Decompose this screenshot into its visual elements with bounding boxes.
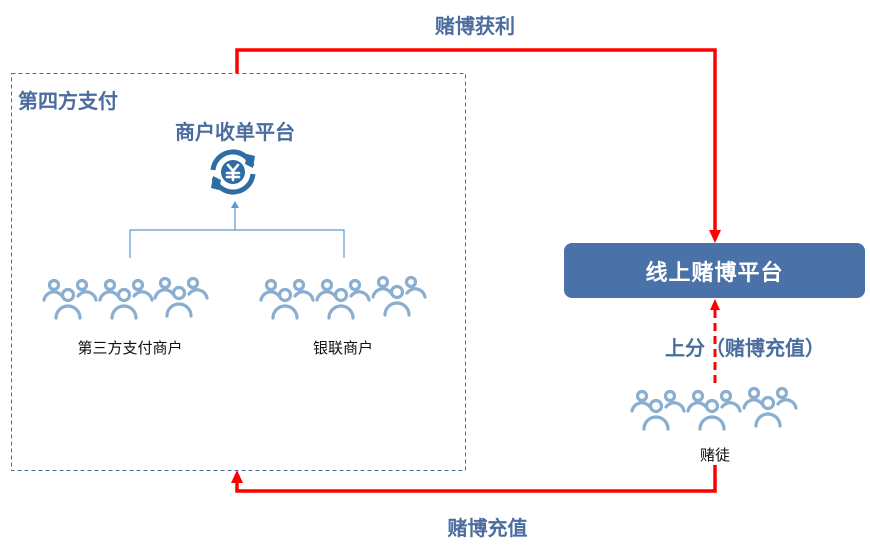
topup-arrowhead bbox=[710, 299, 720, 310]
unionpay-merchants-label: 银联商户 bbox=[312, 339, 373, 357]
gambling-recharge-label: 赌博充值 bbox=[447, 516, 528, 540]
unionpay-merchants-icon bbox=[259, 275, 427, 320]
third-party-merchants-icon bbox=[42, 276, 209, 320]
profit-flow-line bbox=[235, 48, 717, 232]
online-gambling-platform: 线上赌博平台 bbox=[564, 243, 865, 298]
gambling-profit-label: 赌博获利 bbox=[435, 14, 515, 38]
third-party-merchants-label: 第三方支付商户 bbox=[77, 339, 183, 357]
fourth-party-boundary bbox=[11, 73, 466, 471]
online-gambling-platform-label: 线上赌博平台 bbox=[645, 260, 784, 286]
recharge-flow-line bbox=[235, 465, 717, 493]
gamblers-icon bbox=[630, 386, 798, 431]
merchant-connector bbox=[129, 207, 345, 258]
topup-label: 上分（赌博充值） bbox=[665, 336, 825, 360]
gamblers-label: 赌徒 bbox=[699, 446, 730, 464]
profit-arrowhead bbox=[709, 230, 721, 243]
fourth-party-title: 第四方支付 bbox=[18, 89, 118, 113]
yuan-exchange-icon bbox=[210, 149, 256, 195]
recharge-arrowhead bbox=[231, 470, 243, 483]
merchant-acquiring-platform-label: 商户收单平台 bbox=[175, 120, 295, 144]
connector-arrowhead bbox=[231, 201, 239, 208]
